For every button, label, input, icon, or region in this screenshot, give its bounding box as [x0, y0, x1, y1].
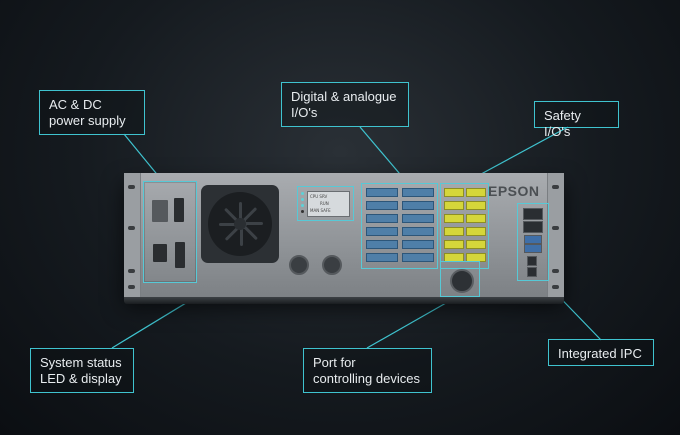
- round-connector: [289, 255, 309, 275]
- safety-io-block: [440, 183, 489, 269]
- mount-slot: [128, 269, 135, 273]
- control-port-area: [440, 261, 480, 297]
- callout-system-status: System status LED & display: [30, 348, 134, 393]
- status-led: [301, 210, 304, 213]
- status-led: [301, 192, 304, 195]
- power-switch: [174, 198, 184, 222]
- ethernet-port: [523, 221, 543, 233]
- status-display: CPU SRV RUN MAN SAFE: [297, 186, 354, 221]
- ac-inlet: [152, 200, 168, 222]
- dc-switch: [175, 242, 185, 268]
- dc-socket: [153, 244, 167, 262]
- usb-port: [524, 235, 542, 244]
- callout-control-port: Port for controlling devices: [303, 348, 432, 393]
- mount-slot: [128, 285, 135, 289]
- mount-slot: [552, 285, 559, 289]
- cooling-fan: [201, 185, 279, 263]
- lcd-line: CPU SRV: [310, 194, 328, 199]
- callout-digital-analogue-io: Digital & analogue I/O's: [281, 82, 409, 127]
- rack-ear-right: [547, 173, 564, 297]
- callout-integrated-ipc: Integrated IPC: [548, 339, 654, 366]
- callout-safety-io: Safety I/O's: [534, 101, 619, 139]
- display-port: [527, 267, 537, 277]
- round-connector: [322, 255, 342, 275]
- power-supply-area: [143, 181, 197, 283]
- brand-logo: EPSON: [488, 183, 540, 199]
- mount-slot: [552, 185, 559, 189]
- integrated-ipc-panel: [517, 203, 549, 281]
- mount-slot: [128, 185, 135, 189]
- lcd-line: MAN SAFE: [310, 208, 331, 213]
- mount-slot: [552, 269, 559, 273]
- mount-slot: [552, 226, 559, 230]
- status-led: [301, 204, 304, 207]
- lcd-line: RUN: [320, 201, 329, 206]
- robot-controller: CPU SRV RUN MAN SAFE EPSON: [124, 173, 564, 304]
- control-port: [450, 269, 474, 293]
- rack-ear-left: [124, 173, 141, 297]
- callout-ac-dc-power: AC & DC power supply: [39, 90, 145, 135]
- leader-line-ac-dc: [123, 133, 161, 179]
- lcd-screen: CPU SRV RUN MAN SAFE: [307, 191, 350, 217]
- mount-slot: [128, 226, 135, 230]
- status-led: [301, 198, 304, 201]
- display-port: [527, 256, 537, 266]
- usb-port: [524, 244, 542, 253]
- digital-analogue-io-block: [361, 183, 438, 269]
- ethernet-port: [523, 208, 543, 220]
